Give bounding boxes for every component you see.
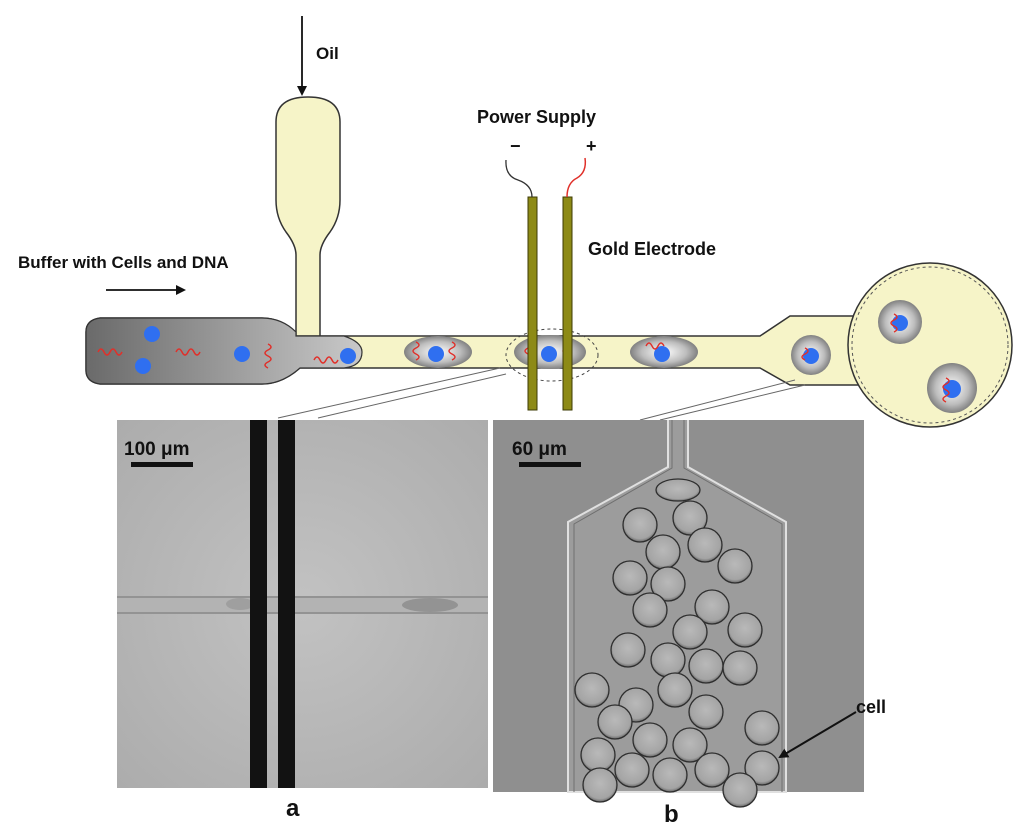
cell-image: [722, 772, 758, 808]
electrode-image-right: [278, 420, 295, 788]
cell-nucleus-icon: [144, 326, 160, 342]
cell-image: [614, 752, 650, 788]
zoom-guide-lines: [277, 367, 806, 421]
gold-electrode-label: Gold Electrode: [588, 239, 716, 259]
cell-image: [694, 589, 730, 625]
positive-wire: [566, 157, 587, 198]
droplet: [404, 336, 472, 368]
cell-image: [688, 694, 724, 730]
cell-image: [694, 752, 730, 788]
cell-image: [687, 527, 723, 563]
cell-image: [574, 672, 610, 708]
micro-channel: [117, 596, 488, 614]
cell-image: [727, 612, 763, 648]
outlet-reservoir: [847, 262, 1013, 428]
panel-a-label: a: [286, 795, 300, 822]
plus-sign: +: [586, 136, 597, 156]
cell-image: [688, 648, 724, 684]
negative-wire: [505, 159, 533, 198]
dna-icon: [97, 348, 123, 356]
zoom-ellipse: [505, 328, 599, 382]
cell-image: [612, 560, 648, 596]
transfected-droplet: [791, 335, 831, 375]
electrode-image-left: [250, 420, 267, 788]
cell-image: [672, 500, 708, 536]
droplet-between-electrodes: [505, 328, 599, 382]
cell-image: [650, 566, 686, 602]
scale-bar-b: [519, 462, 581, 467]
dna-icon: [175, 348, 201, 356]
outlet-reservoir-zoom-circle: [851, 266, 1009, 424]
panel-b-label: b: [664, 801, 679, 828]
scale-bar-label-b: 60 μm: [512, 439, 567, 460]
cell-image: [582, 767, 618, 803]
transfected-droplet: [927, 363, 977, 413]
gold-electrode-right: [562, 196, 573, 411]
cell-image: [652, 757, 688, 793]
cell-image: [632, 722, 668, 758]
gold-electrode-left: [527, 196, 538, 411]
cell-label: cell: [856, 697, 886, 717]
cell-image: [744, 750, 780, 786]
cell-image: [597, 704, 633, 740]
buffer-label: Buffer with Cells and DNA: [18, 253, 229, 272]
dna-icon: [313, 356, 339, 364]
scale-bar-label-a: 100 μm: [124, 439, 190, 460]
cell-image: [632, 592, 668, 628]
power-supply-label: Power Supply: [477, 107, 596, 127]
cell-nucleus-icon: [340, 348, 356, 364]
cells-group: [574, 478, 780, 808]
oil-label: Oil: [316, 44, 339, 63]
cell-pointer-arrow: [778, 711, 857, 759]
chip-schematic: Oil Power Supply − + Gold Electrode Buff…: [18, 16, 1013, 428]
cell-image: [657, 672, 693, 708]
cell-image: [672, 614, 708, 650]
droplet: [630, 336, 698, 368]
cell-image: [722, 650, 758, 686]
minus-sign: −: [510, 136, 521, 156]
cell-nucleus-icon: [234, 346, 250, 362]
cell-image: [622, 507, 658, 543]
cell-image: [672, 727, 708, 763]
cell-image: [655, 478, 701, 502]
panel-b-micrograph: 60 μm: [493, 420, 864, 808]
cell-image: [717, 548, 753, 584]
cell-image: [650, 642, 686, 678]
dna-icon: [264, 343, 272, 369]
cell-image: [744, 710, 780, 746]
cell-image: [645, 534, 681, 570]
cell-nucleus-icon: [135, 358, 151, 374]
panel-a-micrograph: 100 μm: [117, 420, 488, 788]
transfected-droplet: [878, 300, 922, 344]
oil-inlet-channel: [275, 96, 341, 337]
cell-image: [610, 632, 646, 668]
droplet-in-channel: [402, 598, 458, 612]
scale-bar-a: [131, 462, 193, 467]
cell-image: [580, 737, 616, 773]
